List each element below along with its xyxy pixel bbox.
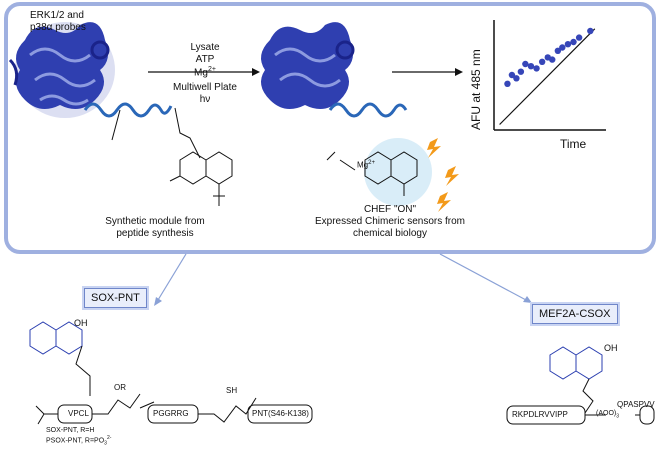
protein-right — [261, 22, 355, 110]
oh-label-sox: OH — [74, 318, 88, 328]
synthetic-caption: Synthetic module from peptide synthesis — [105, 216, 205, 239]
sox-fluorophore-right — [326, 151, 418, 196]
sox-note-1: SOX-PNT, R=H — [46, 427, 95, 434]
y-axis-label: AFU at 485 nm — [469, 49, 483, 130]
data-point-2 — [513, 75, 520, 82]
data-point-0 — [504, 80, 511, 88]
oh-label-mef: OH — [604, 343, 618, 353]
aoo-label: (AOO)3 — [596, 410, 620, 420]
chef-caption: CHEF "ON" — [363, 204, 417, 215]
arrow-to-mef — [439, 253, 527, 301]
vpcl-label: VPCL — [68, 409, 89, 418]
top-panel — [4, 2, 656, 254]
sox-fluorophore-left — [169, 151, 233, 206]
linker-left — [83, 102, 173, 118]
probe-label: ERK1/2 and p38α probes — [30, 10, 86, 33]
lysate-label: Lysate — [190, 42, 220, 53]
arrow-to-sox — [157, 253, 187, 301]
data-point-9 — [549, 56, 556, 63]
sox-pnt-tag: SOX-PNT — [84, 288, 147, 308]
data-point-1 — [508, 71, 516, 79]
atp-label: ATP — [195, 54, 215, 65]
x-axis-label: Time — [560, 137, 587, 151]
mef2a-csox-tag: MEF2A-CSOX — [532, 304, 618, 324]
pnt-label: PNT(S46-K138) — [252, 409, 309, 418]
rkp-label: RKPDLRVVIPP — [512, 410, 568, 419]
mg-complex-label: Mg2+ — [357, 160, 375, 170]
mg-label: Mg2+ — [194, 66, 216, 79]
data-point-4 — [522, 60, 529, 68]
sox-pnt-structure — [29, 321, 313, 425]
fit-line — [499, 28, 596, 125]
sh-label: SH — [226, 386, 238, 395]
data-point-14 — [575, 34, 583, 41]
mef2a-structure — [506, 346, 655, 425]
afu-plot — [493, 20, 606, 131]
expressed-caption: Expressed Chimeric sensors from chemical… — [314, 216, 466, 239]
qpa-label: QPASPVV — [617, 400, 655, 409]
data-point-12 — [564, 41, 572, 48]
multiwell-label: Multiwell Plate — [173, 82, 237, 93]
data-point-13 — [570, 38, 577, 46]
linker-right — [328, 102, 408, 118]
pggrrg-label: PGGRRG — [153, 409, 189, 418]
data-point-3 — [517, 68, 525, 75]
chef-glow — [364, 138, 432, 206]
data-point-15 — [587, 27, 594, 35]
data-point-10 — [554, 47, 562, 54]
data-point-5 — [527, 62, 535, 70]
or-label: OR — [114, 383, 126, 392]
data-point-6 — [533, 65, 540, 72]
protein-left — [8, 22, 115, 118]
data-point-7 — [538, 58, 546, 65]
emission-bolts — [427, 138, 459, 212]
data-point-11 — [559, 44, 566, 51]
sox-note-2: PSOX-PNT, R=PO32- — [46, 435, 112, 447]
hv-label: hν — [199, 94, 211, 105]
